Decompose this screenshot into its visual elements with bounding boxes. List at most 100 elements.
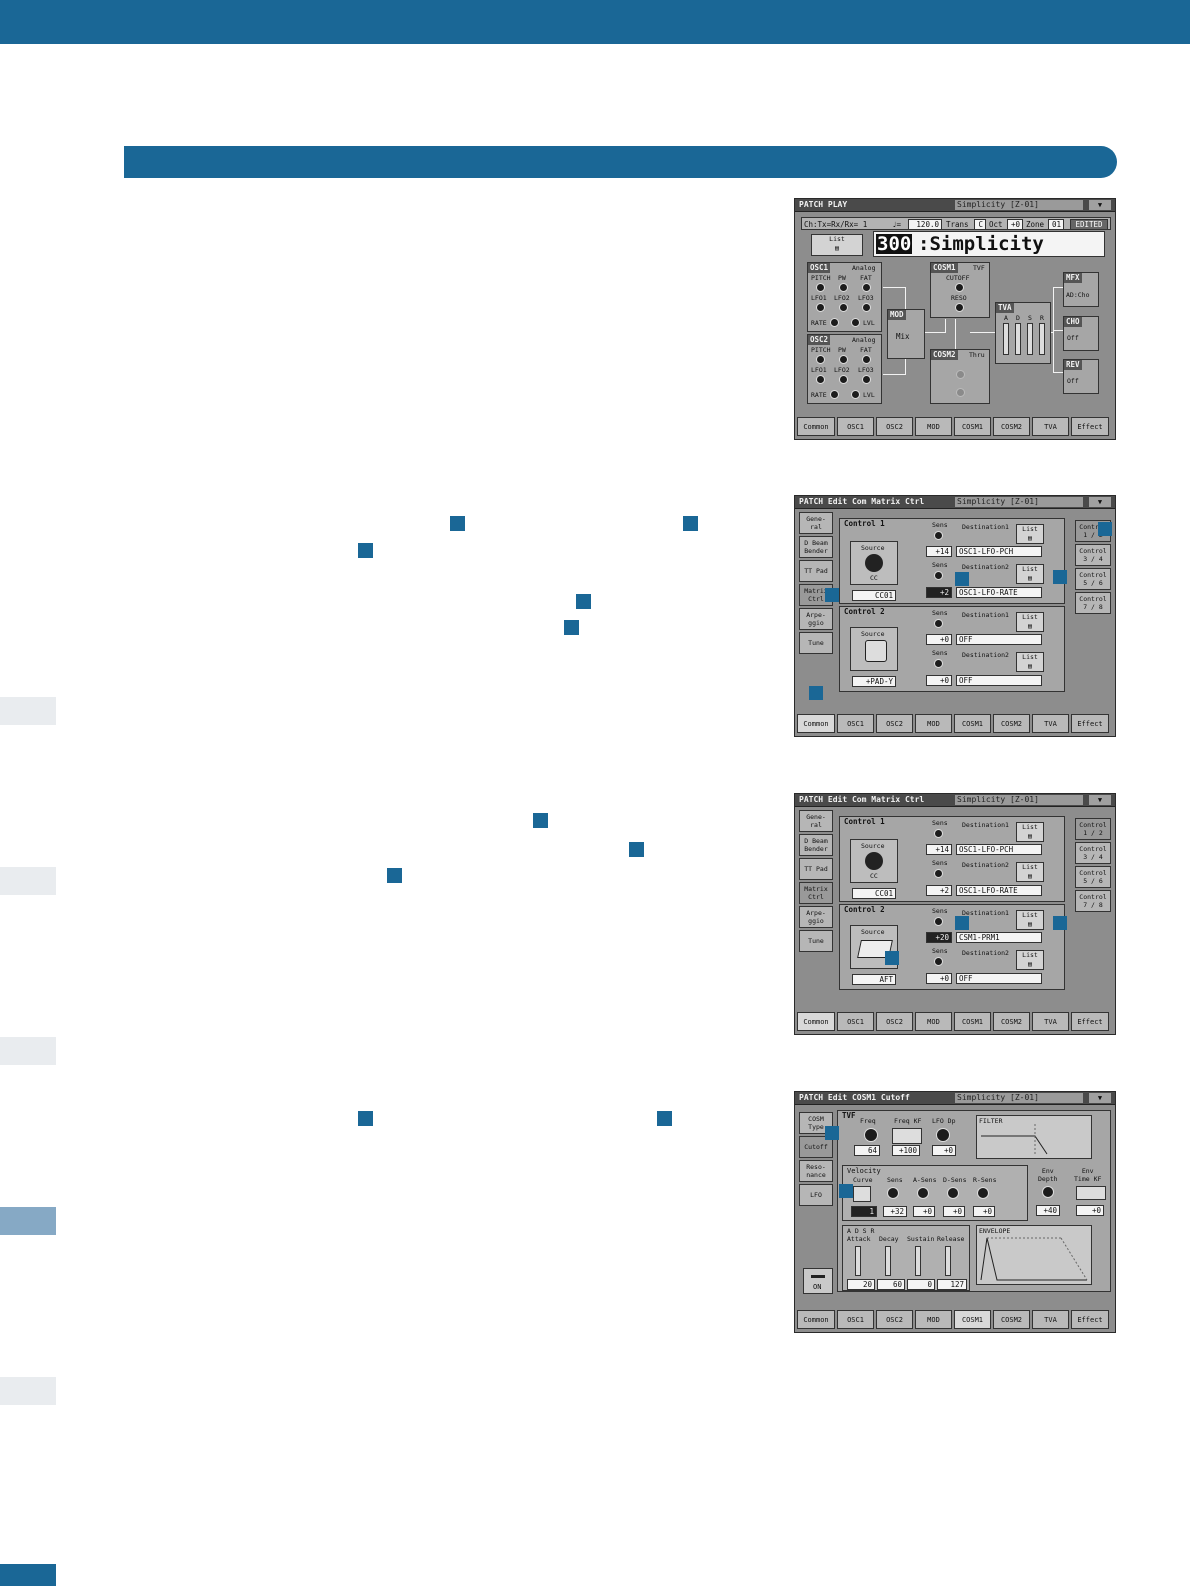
osc1-block[interactable]: OSC1 Analog PITCH PW FAT LFO1 LFO2 LFO3 … xyxy=(807,262,882,332)
dest2-value[interactable]: OSC1-LFO-RATE xyxy=(956,885,1042,896)
velocity-sens-value[interactable]: +32 xyxy=(883,1206,907,1217)
osc2-lfo2-knob[interactable] xyxy=(839,375,848,384)
dropdown-arrow-icon[interactable]: ▼ xyxy=(1089,1093,1111,1103)
curve-graph[interactable] xyxy=(853,1186,871,1202)
tab-control-1-2[interactable]: Control 1 / 2 xyxy=(1075,818,1111,840)
list-button[interactable]: List▤ xyxy=(811,234,863,256)
tab-tune[interactable]: Tune xyxy=(799,930,833,952)
osc1-lfo3-knob[interactable] xyxy=(862,303,871,312)
tab-control-5-6[interactable]: Control 5 / 6 xyxy=(1075,568,1111,590)
sens-knob[interactable] xyxy=(934,957,943,966)
tab-control-3-4[interactable]: Control 3 / 4 xyxy=(1075,842,1111,864)
tva-block[interactable]: TVA A D S R xyxy=(995,302,1051,364)
a-sens-value[interactable]: +0 xyxy=(913,1206,935,1217)
sens-knob[interactable] xyxy=(934,571,943,580)
tab-cutoff[interactable]: Cutoff xyxy=(799,1136,833,1158)
tab-cosm2[interactable]: COSM2 xyxy=(993,1012,1030,1031)
sustain-value[interactable]: 0 xyxy=(907,1279,935,1290)
osc1-rate-knob[interactable] xyxy=(830,318,839,327)
tab-osc2[interactable]: OSC2 xyxy=(876,417,913,436)
source-block[interactable]: Source CC xyxy=(850,541,898,585)
env-time-kf-graph[interactable] xyxy=(1076,1186,1106,1200)
tab-osc2[interactable]: OSC2 xyxy=(876,1310,913,1329)
dest2-sens-value[interactable]: +2 xyxy=(926,587,952,598)
env-depth-value[interactable]: +40 xyxy=(1036,1205,1060,1216)
a-sens-knob[interactable] xyxy=(917,1187,929,1199)
patch-name-field[interactable]: Simplicity [Z-01] xyxy=(955,497,1083,507)
tab-mod[interactable]: MOD xyxy=(915,1012,952,1031)
tab-tva[interactable]: TVA xyxy=(1032,1310,1069,1329)
source-value[interactable]: +PAD-Y xyxy=(852,676,896,687)
sens-knob[interactable] xyxy=(934,619,943,628)
dropdown-arrow-icon[interactable]: ▼ xyxy=(1089,497,1111,507)
d-sens-value[interactable]: +0 xyxy=(943,1206,965,1217)
rev-block[interactable]: REV Off xyxy=(1063,359,1099,394)
tab-cosm1[interactable]: COSM1 xyxy=(954,714,991,733)
osc1-fat-knob[interactable] xyxy=(862,283,871,292)
dest2-sens-value[interactable]: +0 xyxy=(926,973,952,984)
tab-general[interactable]: Gene- ral xyxy=(799,512,833,534)
tab-control-7-8[interactable]: Control 7 / 8 xyxy=(1075,592,1111,614)
tab-cosm2[interactable]: COSM2 xyxy=(993,417,1030,436)
freq-knob[interactable] xyxy=(864,1128,878,1142)
dest1-sens-value[interactable]: +14 xyxy=(926,546,952,557)
oct-value[interactable]: +0 xyxy=(1007,219,1023,230)
tab-tt-pad[interactable]: TT Pad xyxy=(799,560,833,582)
tab-osc1[interactable]: OSC1 xyxy=(837,1310,874,1329)
dest2-value[interactable]: OFF xyxy=(956,973,1042,984)
tva-s-fader[interactable] xyxy=(1027,323,1033,355)
tab-osc2[interactable]: OSC2 xyxy=(876,714,913,733)
dest1-sens-value[interactable]: +14 xyxy=(926,844,952,855)
dest1-value[interactable]: OSC1-LFO-PCH xyxy=(956,546,1042,557)
tab-tva[interactable]: TVA xyxy=(1032,417,1069,436)
dropdown-arrow-icon[interactable]: ▼ xyxy=(1089,795,1111,805)
tab-mod[interactable]: MOD xyxy=(915,1310,952,1329)
osc2-pitch-knob[interactable] xyxy=(816,355,825,364)
sustain-fader[interactable] xyxy=(915,1246,921,1276)
dest2-value[interactable]: OSC1-LFO-RATE xyxy=(956,587,1042,598)
list-button[interactable]: List▤ xyxy=(1016,822,1044,842)
tab-common[interactable]: Common xyxy=(797,714,835,733)
cho-block[interactable]: CHO Off xyxy=(1063,316,1099,351)
cosm1-cutoff-knob[interactable] xyxy=(955,283,964,292)
tab-cosm1[interactable]: COSM1 xyxy=(954,1012,991,1031)
list-button[interactable]: List▤ xyxy=(1016,524,1044,544)
velocity-sens-knob[interactable] xyxy=(887,1187,899,1199)
freq-kf-graph[interactable] xyxy=(892,1128,922,1144)
tab-arpeggio[interactable]: Arpe- ggio xyxy=(799,906,833,928)
list-button[interactable]: List▤ xyxy=(1016,910,1044,930)
tab-control-3-4[interactable]: Control 3 / 4 xyxy=(1075,544,1111,566)
dest1-value[interactable]: OFF xyxy=(956,634,1042,645)
cosm2-knob-2[interactable] xyxy=(956,388,965,397)
tab-osc2[interactable]: OSC2 xyxy=(876,1012,913,1031)
tab-osc1[interactable]: OSC1 xyxy=(837,714,874,733)
freq-value[interactable]: 64 xyxy=(854,1145,880,1156)
dest2-value[interactable]: OFF xyxy=(956,675,1042,686)
tab-cosm1[interactable]: COSM1 xyxy=(954,1310,991,1329)
source-block[interactable]: Source CC xyxy=(850,839,898,883)
patch-name-field[interactable]: Simplicity [Z-01] xyxy=(955,795,1083,805)
source-block[interactable]: Source xyxy=(850,627,898,671)
osc2-block[interactable]: OSC2 Analog PITCH PW FAT LFO1 LFO2 LFO3 … xyxy=(807,334,882,404)
tva-a-fader[interactable] xyxy=(1003,323,1009,355)
env-depth-knob[interactable] xyxy=(1042,1186,1054,1198)
r-sens-value[interactable]: +0 xyxy=(973,1206,995,1217)
mfx-block[interactable]: MFX AD:Cho xyxy=(1063,272,1099,307)
release-value[interactable]: 127 xyxy=(937,1279,967,1290)
tab-control-7-8[interactable]: Control 7 / 8 xyxy=(1075,890,1111,912)
tab-cosm2[interactable]: COSM2 xyxy=(993,1310,1030,1329)
patch-name-field[interactable]: Simplicity [Z-01] xyxy=(955,200,1083,210)
osc1-pw-knob[interactable] xyxy=(839,283,848,292)
sens-knob[interactable] xyxy=(934,829,943,838)
source-value[interactable]: CC01 xyxy=(852,888,896,899)
tab-mod[interactable]: MOD xyxy=(915,417,952,436)
source-value[interactable]: CC01 xyxy=(852,590,896,601)
osc2-fat-knob[interactable] xyxy=(862,355,871,364)
tab-mod[interactable]: MOD xyxy=(915,714,952,733)
tab-cosm2[interactable]: COSM2 xyxy=(993,714,1030,733)
dropdown-arrow-icon[interactable]: ▼ xyxy=(1089,200,1111,210)
tab-tune[interactable]: Tune xyxy=(799,632,833,654)
tab-common[interactable]: Common xyxy=(797,417,835,436)
tab-common[interactable]: Common xyxy=(797,1310,835,1329)
osc2-lfo3-knob[interactable] xyxy=(862,375,871,384)
